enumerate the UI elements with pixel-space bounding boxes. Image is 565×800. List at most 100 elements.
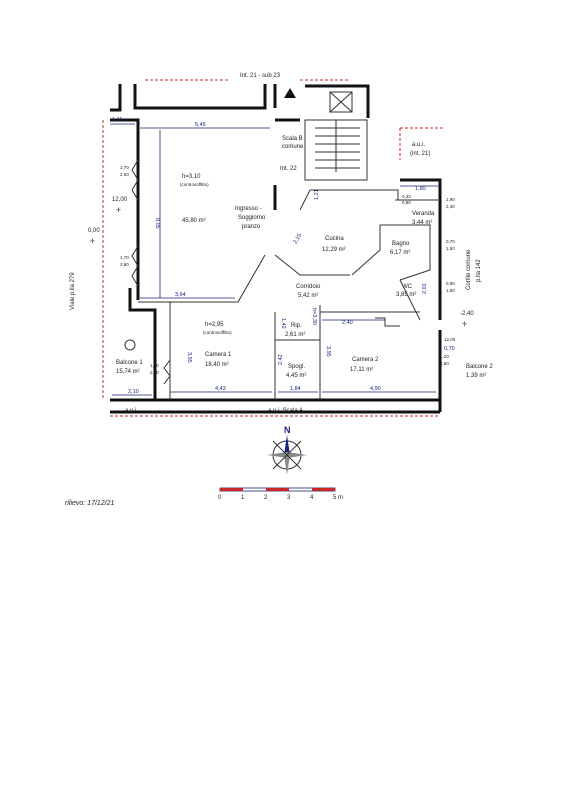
veranda-name: Veranda bbox=[412, 211, 435, 217]
dim-121: 1,21 bbox=[314, 189, 320, 200]
dim-070: 0,70 bbox=[444, 346, 455, 352]
room-camera2: Camera 2 17,11 m² bbox=[350, 357, 379, 373]
level-left-12: 12,00 bbox=[112, 197, 128, 203]
camera1-note: (controsoffitto) bbox=[203, 330, 232, 335]
balcone2-name: Balcone 2 bbox=[466, 364, 493, 370]
soggiorno-note: (controsoffitto) bbox=[180, 182, 209, 187]
winb-b: 1,50 bbox=[446, 246, 455, 251]
winb2-a: 1,20 bbox=[440, 354, 449, 359]
rilievo-date: rilievo: 17/12/21 bbox=[65, 500, 115, 507]
corridoio-area: 5,42 m² bbox=[298, 293, 318, 299]
dim-180: 1,80 bbox=[415, 186, 426, 192]
scale-5: 5 m bbox=[333, 495, 343, 501]
room-veranda: Veranda 3,44 m² bbox=[412, 211, 435, 226]
int22-label: Int. 22 bbox=[280, 166, 297, 172]
dim-490: 4,90 bbox=[370, 386, 381, 392]
room-balcone1: Balcone 1 15,74 m² bbox=[116, 339, 143, 375]
win2-a: 1,70 bbox=[120, 255, 129, 260]
outer-walls bbox=[110, 84, 442, 414]
room-wc: WC 3,85 m² bbox=[396, 284, 416, 298]
camera1-area: 18,40 m² bbox=[205, 362, 229, 368]
v033-b: 0,80 bbox=[402, 200, 411, 205]
corridoio-name: Corridoio bbox=[296, 284, 321, 290]
scale-4: 4 bbox=[310, 495, 314, 501]
level-right-plus: ✛ bbox=[462, 321, 467, 328]
winv-b: 2,30 bbox=[446, 204, 455, 209]
winb-a: 0,70 bbox=[446, 239, 455, 244]
scale-bar bbox=[219, 487, 336, 492]
camera2-name: Camera 2 bbox=[352, 357, 379, 363]
north-compass: N bbox=[267, 425, 307, 475]
soggiorno-name-2: Soggiorno bbox=[238, 215, 266, 221]
v033-a: 0,33 bbox=[402, 194, 411, 199]
level-left-plus: ✛ bbox=[90, 238, 95, 245]
win2-b: 2,60 bbox=[120, 262, 129, 267]
winv-a: 1,90 bbox=[446, 197, 455, 202]
scale-2: 2 bbox=[264, 495, 268, 501]
left-street-label: Viale p.lla 279 bbox=[70, 272, 76, 310]
soggiorno-area: 45,80 m² bbox=[182, 218, 206, 224]
dim-545: 5,45 bbox=[195, 122, 206, 128]
spogl-name: Spogl. bbox=[288, 364, 305, 370]
window-markers-left bbox=[131, 159, 171, 385]
camera1-name: Camera 1 bbox=[205, 352, 232, 358]
cucina-name: Cucina bbox=[325, 236, 344, 242]
soggiorno-name-3: pranzo bbox=[242, 224, 261, 230]
soggiorno-height: h=3,10 bbox=[182, 174, 201, 180]
right-court-label-2: p.lla 142 bbox=[476, 259, 482, 282]
win1-b: 2,60 bbox=[120, 172, 129, 177]
win3-b: 2,60 bbox=[150, 370, 159, 375]
win3-a: 1,70 bbox=[150, 363, 159, 368]
room-spogl: Spogl. 4,45 m² bbox=[286, 364, 306, 379]
camera1-height: h=2,95 bbox=[205, 322, 224, 328]
dim-395b: 3,95 bbox=[325, 346, 331, 357]
level-left-12-plus: ✛ bbox=[116, 207, 121, 214]
balcone2-area: 1,39 m² bbox=[466, 373, 486, 379]
bagno-name: Bagno bbox=[392, 241, 410, 247]
dim-805: 8,05 bbox=[154, 218, 160, 229]
scale-1: 1 bbox=[241, 495, 245, 501]
dim-364: 3,64 bbox=[175, 292, 186, 298]
winwc-a: 0,90 bbox=[446, 281, 455, 286]
dim-210: 2,10 bbox=[128, 389, 139, 395]
dim-242: 2,42 bbox=[278, 354, 284, 365]
cucina-area: 12,29 m² bbox=[322, 247, 346, 253]
north-label: N bbox=[284, 425, 291, 435]
room-cucina: Cucina 12,29 m² bbox=[322, 236, 346, 253]
rip-name: Rip. bbox=[291, 323, 302, 329]
stair-scala-b bbox=[284, 88, 368, 181]
balcone1-name: Balcone 1 bbox=[116, 360, 143, 366]
right-court-label-1: Cortile comune bbox=[466, 249, 472, 290]
balcone1-area: 15,74 m² bbox=[116, 369, 140, 375]
rip-area: 2,61 m² bbox=[285, 332, 305, 338]
room-soggiorno: h=3,10 (controsoffitto) 45,80 m² Ingress… bbox=[180, 174, 266, 230]
aui-top-label-1: a.u.i. bbox=[412, 142, 425, 148]
scala-b-label-2: comune bbox=[282, 144, 304, 150]
winwc-b: 1,50 bbox=[446, 288, 455, 293]
scala-b-label-1: Scala B bbox=[282, 136, 303, 142]
room-camera1: h=2,95 (controsoffitto) Camera 1 18,40 m… bbox=[203, 322, 232, 368]
bagno-area: 6,17 m² bbox=[390, 250, 410, 256]
room-balcone2: Balcone 2 1,39 m² bbox=[466, 364, 493, 379]
scale-0: 0 bbox=[218, 495, 222, 501]
dim-330: h=3,30 bbox=[311, 308, 317, 325]
dim-201: 2,01 bbox=[422, 283, 428, 294]
room-bagno: Bagno 6,17 m² bbox=[390, 241, 410, 256]
wc-name: WC bbox=[402, 284, 413, 290]
spogl-area: 4,45 m² bbox=[286, 373, 306, 379]
dim-142: 1,42 bbox=[280, 318, 286, 329]
scale-3: 3 bbox=[287, 495, 291, 501]
room-rip: Rip. 2,61 m² bbox=[285, 323, 305, 338]
dim-443: 4,43 bbox=[215, 386, 226, 392]
balcone2-elev: 12,00 bbox=[444, 337, 456, 342]
dim-184: 1,84 bbox=[290, 386, 301, 392]
room-corridoio: Corridoio 5,42 m² bbox=[296, 284, 321, 299]
camera2-area: 17,11 m² bbox=[350, 367, 373, 373]
level-left: 0,00 bbox=[88, 228, 100, 234]
plan-header: Int. 21 - sub 23 bbox=[240, 73, 281, 79]
dim-395a: 3,95 bbox=[186, 352, 192, 363]
aui-top-label-2: (int. 21) bbox=[410, 151, 430, 157]
win1-a: 1,70 bbox=[120, 165, 129, 170]
dim-240a: 2,40 bbox=[342, 320, 353, 326]
